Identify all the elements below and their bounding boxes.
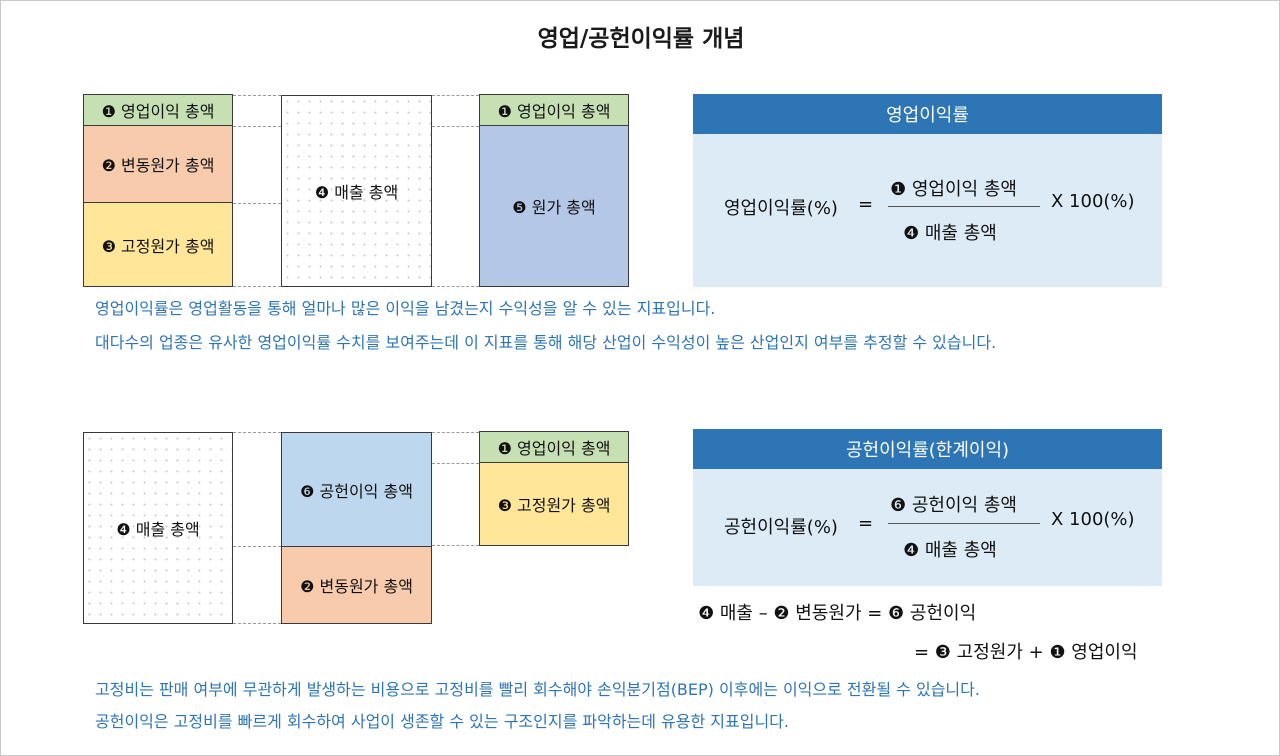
connector-line [233, 623, 281, 624]
connector-line [233, 286, 281, 287]
contribution-margin-header: 공헌이익률(한계이익) [693, 429, 1162, 469]
connector-line [233, 546, 281, 547]
formula-numerator: ❻ 공헌이익 총액 [890, 495, 1017, 516]
operating-profit-box: ❶ 영업이익 총액 [479, 431, 629, 463]
connector-line [233, 126, 281, 127]
connector-line [432, 545, 479, 546]
connector-line [233, 432, 281, 433]
fixed-cost-box: ❸ 고정원가 총액 [83, 202, 233, 287]
formula-denominator: ❹ 매출 총액 [903, 540, 997, 561]
formula-multiplier: X 100(%) [1051, 509, 1135, 530]
contribution-margin-formula-panel [693, 469, 1162, 586]
fixed-cost-box: ❸ 고정원가 총액 [479, 462, 629, 546]
note-text: 대다수의 업종은 유사한 영업이익률 수치를 보여주는데 이 지표를 통해 해당… [95, 333, 997, 352]
operating-profit-box: ❶ 영업이익 총액 [479, 94, 629, 126]
variable-cost-box: ❷ 변동원가 총액 [83, 125, 233, 203]
connector-line [432, 432, 479, 433]
formula-denominator: ❹ 매출 총액 [903, 223, 997, 244]
formula-lhs: 영업이익률(%) [724, 198, 838, 219]
sales-total-box: ❹ 매출 총액 [281, 95, 432, 287]
contribution-equation-continued: = ❸ 고정원가 + ❶ 영업이익 [914, 642, 1138, 663]
formula-lhs: 공헌이익률(%) [724, 517, 838, 538]
formula-numerator: ❶ 영업이익 총액 [890, 179, 1017, 200]
note-text: 공헌이익은 고정비를 빠르게 회수하여 사업이 생존할 수 있는 구조인지를 파… [95, 712, 789, 731]
connector-line [432, 95, 479, 96]
connector-line [432, 463, 479, 464]
fraction-bar [888, 206, 1040, 207]
connector-line [432, 126, 479, 127]
formula-multiplier: X 100(%) [1051, 191, 1135, 212]
note-text: 영업이익률은 영업활동을 통해 얼마나 많은 이익을 남겼는지 수익성을 알 수… [95, 299, 716, 318]
note-text: 고정비는 판매 여부에 무관하게 발생하는 비용으로 고정비를 빨리 회수해야 … [95, 680, 980, 699]
connector-line [233, 203, 281, 204]
operating-profit-box: ❶ 영업이익 총액 [83, 94, 233, 126]
contribution-margin-box: ❻ 공헌이익 총액 [281, 432, 432, 547]
sales-total-box: ❹ 매출 총액 [83, 432, 233, 624]
fraction-bar [888, 523, 1040, 524]
operating-margin-header: 영업이익률 [693, 94, 1162, 134]
connector-line [233, 95, 281, 96]
connector-line [432, 286, 479, 287]
formula-equals: = [858, 513, 874, 534]
page-title: 영업/공헌이익률 개념 [537, 26, 745, 52]
total-cost-box: ❺ 원가 총액 [479, 125, 629, 287]
variable-cost-box: ❷ 변동원가 총액 [281, 546, 432, 624]
formula-equals: = [858, 194, 874, 215]
operating-margin-formula-panel [693, 134, 1162, 287]
contribution-equation: ❹ 매출 – ❷ 변동원가 = ❻ 공헌이익 [698, 603, 977, 624]
